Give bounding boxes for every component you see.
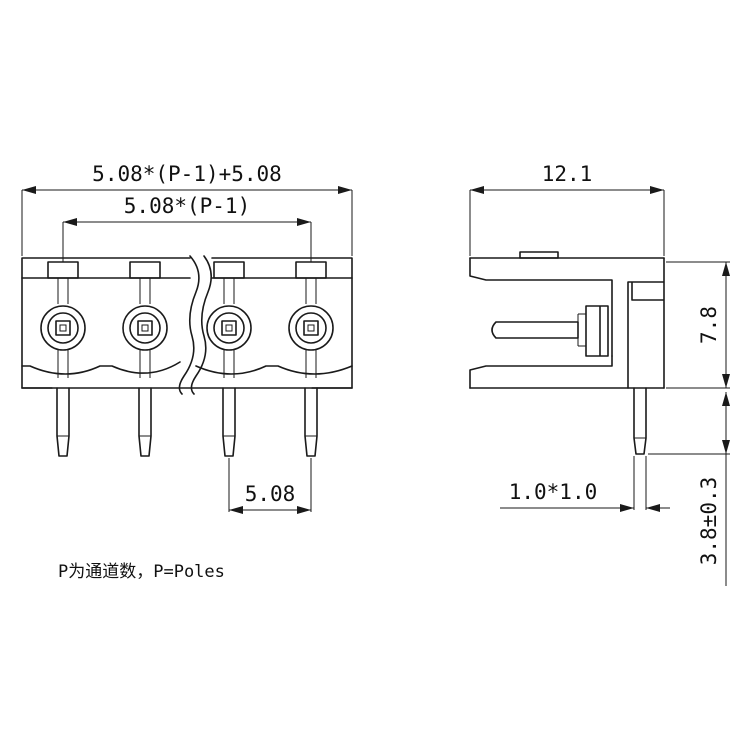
- side-wire-pin: [491, 321, 579, 339]
- dim-pin-span: 5.08*(P-1): [62, 194, 312, 262]
- pin-4-leg: [304, 387, 318, 457]
- pin-2-screw-outer: [122, 305, 168, 351]
- front-break-line-2: [190, 255, 212, 395]
- dim-depth: 12.1: [469, 162, 665, 256]
- pin-3-screw-slot: [221, 320, 237, 336]
- pin-3-screw-outer: [206, 305, 252, 351]
- pin-2: [122, 261, 168, 457]
- pin-span-label: 5.08*(P-1): [124, 194, 250, 218]
- side-pin-leg: [633, 387, 647, 455]
- pin-1-screw-slot: [55, 320, 71, 336]
- height-label: 7.8: [697, 306, 721, 344]
- pin-1-screw-inner: [47, 312, 79, 344]
- pin-4-head: [295, 261, 327, 279]
- pin-1: [40, 261, 86, 457]
- pin-4-screw-outer: [288, 305, 334, 351]
- pin-4-screw-inner: [295, 312, 327, 344]
- dim-pitch: 5.08: [228, 458, 312, 514]
- front-scalloped-edge: [21, 361, 353, 375]
- pitch-label: 5.08: [245, 482, 296, 506]
- pin-3-head: [213, 261, 245, 279]
- dim-pin-section: 1.0*1.0: [500, 456, 670, 512]
- side-back-wall: [627, 257, 665, 389]
- depth-label: 12.1: [542, 162, 593, 186]
- pin-3-screw-inner: [213, 312, 245, 344]
- front-pins: [40, 261, 334, 457]
- pin-1-screw-outer: [40, 305, 86, 351]
- poles-note: P为通道数，P=Poles: [58, 562, 225, 582]
- front-view: 5.08*(P-1)+5.08 5.08*(P-1) 5.08: [21, 162, 353, 514]
- pin-section-label: 1.0*1.0: [509, 480, 598, 504]
- pin-2-head: [129, 261, 161, 279]
- dim-overall-width: 5.08*(P-1)+5.08: [21, 162, 353, 256]
- pin-length-label: 3.8±0.3: [697, 477, 721, 566]
- pin-4-screw-slot: [303, 320, 319, 336]
- side-lower-arm: [469, 355, 613, 389]
- front-break-line-1: [178, 255, 200, 395]
- pin-2-screw-inner: [129, 312, 161, 344]
- pin-1-head: [47, 261, 79, 279]
- side-view: 12.1 7.8 3.8±0.3 1.0*1: [469, 162, 730, 586]
- side-top-tab: [519, 251, 559, 259]
- pin-2-leg: [138, 387, 152, 457]
- side-upper-arm: [469, 257, 613, 357]
- dim-height: 7.8: [666, 261, 730, 389]
- pin-1-leg: [56, 387, 70, 457]
- dim-pin-length: 3.8±0.3: [648, 392, 730, 586]
- pin-3-leg: [222, 387, 236, 457]
- pin-2-screw-slot: [137, 320, 153, 336]
- side-contact: [585, 305, 609, 357]
- pin-4: [288, 261, 334, 457]
- overall-width-label: 5.08*(P-1)+5.08: [92, 162, 282, 186]
- pin-3: [206, 261, 252, 457]
